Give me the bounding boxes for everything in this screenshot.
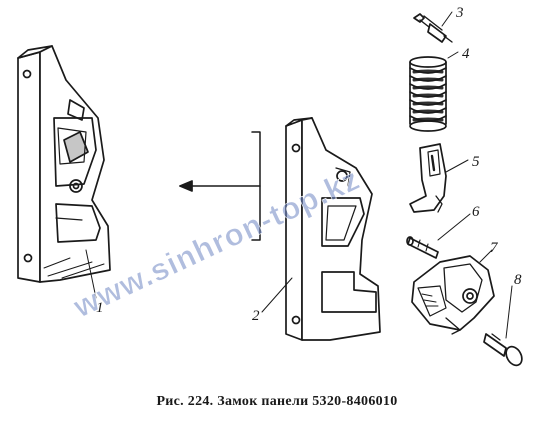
lock-body-part-2 xyxy=(261,117,381,341)
pin-part-6 xyxy=(406,213,471,259)
callout-7: 7 xyxy=(490,240,499,256)
latch-pawl-part-5 xyxy=(409,143,469,213)
latch-body-part-7 xyxy=(411,249,495,335)
callout-3: 3 xyxy=(455,5,464,21)
callout-8: 8 xyxy=(514,272,522,288)
callout-2: 2 xyxy=(252,308,260,324)
figure-caption: Рис. 224. Замок панели 5320-8406010 xyxy=(156,394,398,409)
assembly-arrow xyxy=(179,131,261,241)
stud-part-3 xyxy=(413,11,453,43)
callout-5: 5 xyxy=(472,154,480,170)
callout-6: 6 xyxy=(472,204,480,220)
coil-spring-part-4 xyxy=(409,51,459,132)
screw-part-8 xyxy=(483,285,523,367)
callout-labels: 1 2 3 4 5 6 7 8 xyxy=(96,5,522,324)
lock-assembly-part-1 xyxy=(17,45,111,299)
callout-1: 1 xyxy=(96,300,104,316)
callout-4: 4 xyxy=(462,46,470,62)
